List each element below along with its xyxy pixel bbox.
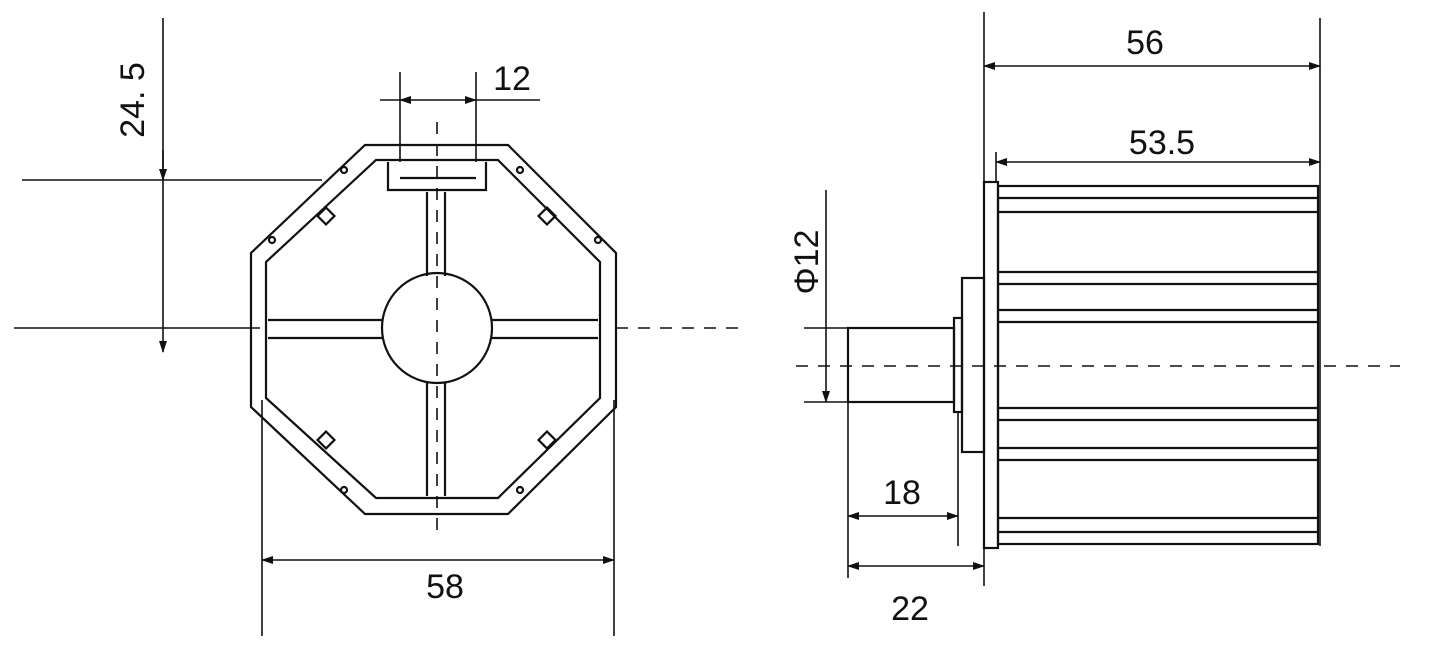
octagon-outer: [249, 143, 618, 516]
front-view: 24. 5 12 58: [14, 18, 740, 636]
hub-circle: [380, 271, 494, 385]
cross-ribs: [268, 192, 598, 496]
drum-body: [996, 184, 1320, 546]
body-ribs: [998, 196, 1318, 534]
dim-label-top-offset: 24. 5: [114, 62, 152, 138]
dim-label-shaft-diameter: Φ12: [788, 230, 826, 295]
flange-plate: [982, 180, 1000, 550]
dim-label-width: 58: [426, 568, 464, 606]
dim-label-overall-length: 56: [1126, 24, 1164, 62]
shaft: [846, 326, 956, 404]
dim-label-shaft-length: 18: [883, 474, 921, 512]
dim-label-shaft-total: 22: [891, 590, 929, 628]
hub-shoulder: [952, 316, 964, 414]
octagon-inner: [264, 158, 602, 500]
dim-label-body-length: 53.5: [1129, 124, 1195, 162]
hub-boss: [960, 276, 986, 454]
dim-label-groove-width: 12: [493, 60, 531, 98]
retaining-clips: [267, 165, 603, 495]
side-view: 56 53.5 Φ12 18 22: [788, 12, 1400, 628]
